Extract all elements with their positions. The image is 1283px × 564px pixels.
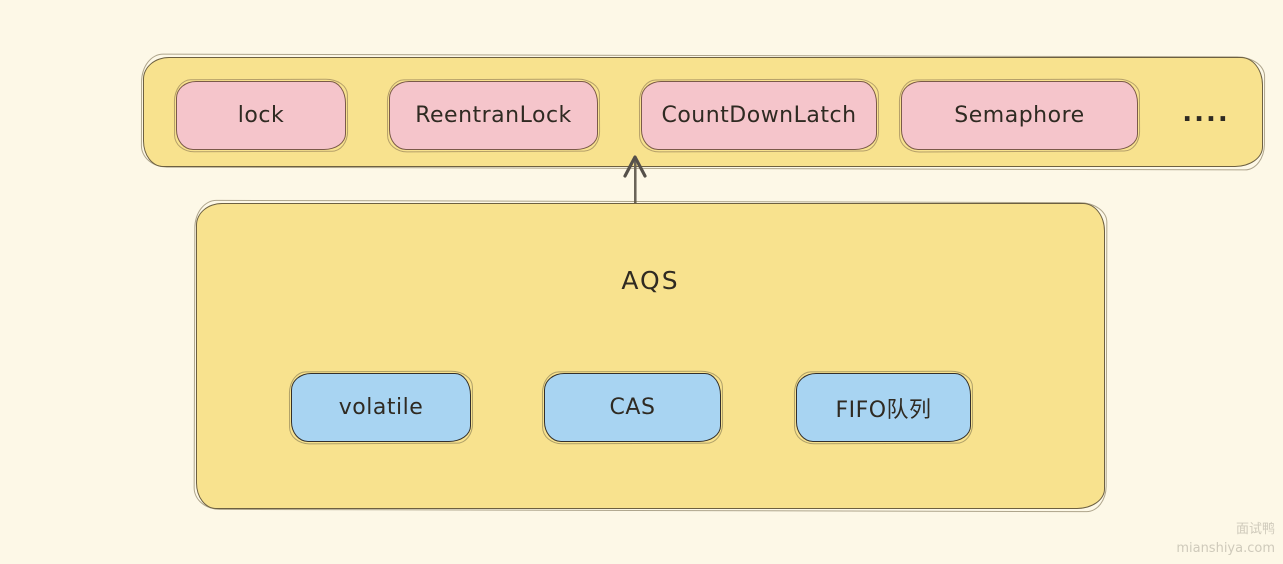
aqs-title: AQS: [621, 266, 680, 295]
watermark: 面试鸭 mianshiya.com: [1176, 521, 1275, 559]
sync-tools-container: lock ReentranLock CountDownLatch Semapho…: [143, 57, 1263, 167]
node-label: volatile: [338, 395, 424, 420]
node-label: FIFO队列: [835, 397, 932, 423]
node-cas: CAS: [544, 373, 721, 442]
node-label: lock: [237, 103, 285, 128]
node-label: ReentranLock: [415, 103, 572, 128]
node-label: CAS: [609, 395, 656, 420]
node-reentranlock: ReentranLock: [389, 81, 598, 150]
up-arrow-icon: [623, 155, 647, 207]
node-lock: lock: [176, 81, 346, 150]
node-semaphore: Semaphore: [901, 81, 1138, 150]
node-label: Semaphore: [954, 103, 1085, 128]
node-fifo-queue: FIFO队列: [796, 373, 971, 442]
node-label: CountDownLatch: [661, 103, 857, 128]
watermark-site-url: mianshiya.com: [1176, 541, 1275, 557]
node-countdownlatch: CountDownLatch: [641, 81, 877, 150]
more-ellipsis: ....: [1182, 98, 1230, 128]
node-volatile: volatile: [291, 373, 471, 442]
aqs-container: AQS volatile CAS FIFO队列: [196, 203, 1105, 509]
watermark-site-name: 面试鸭: [1235, 522, 1275, 538]
